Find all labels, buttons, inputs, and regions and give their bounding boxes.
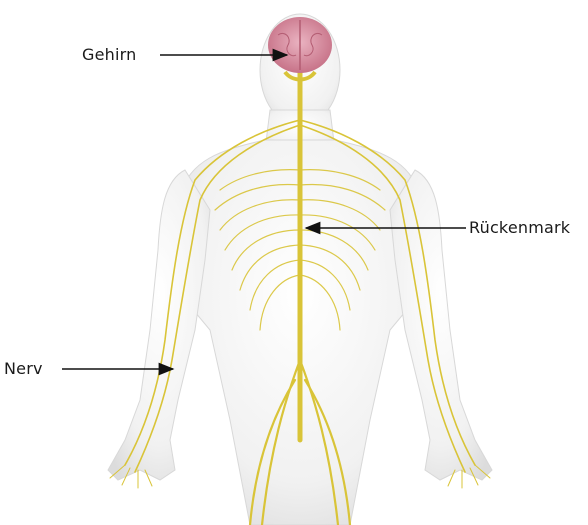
spinal-cord-label: Rückenmark: [469, 218, 570, 237]
brain-label: Gehirn: [82, 45, 136, 64]
nerve-label: Nerv: [4, 359, 43, 378]
